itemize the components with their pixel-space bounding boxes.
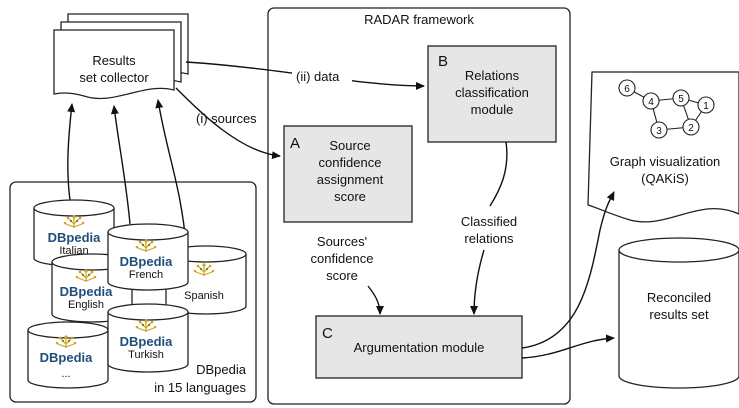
reconciled-label-1: Reconciled <box>647 290 711 305</box>
arrow-db-to-collector-2 <box>110 105 131 225</box>
edge-label-confidence-2: confidence <box>311 251 374 266</box>
db-logo-turkish: DBpedia <box>120 334 174 349</box>
arrow-db-to-collector-3 <box>155 99 187 247</box>
db-logo-english: DBpedia <box>60 284 114 299</box>
arrow-classified-top <box>489 141 508 207</box>
svg-text:6: 6 <box>624 84 630 95</box>
radar-framework-frame <box>267 7 571 405</box>
graph-node-4: 4 <box>642 92 660 110</box>
db-label-spanish: Spanish <box>184 290 224 302</box>
edge-label-confidence-3: score <box>326 268 358 283</box>
module-b-box <box>427 45 557 143</box>
svg-text:2: 2 <box>688 123 694 134</box>
db-label-other: ... <box>61 368 70 380</box>
graph-node-3: 3 <box>650 121 668 139</box>
framework-title: RADAR framework <box>364 12 474 27</box>
arrow-db-to-collector-1 <box>67 103 76 201</box>
graph-viz-label-2: (QAKiS) <box>641 171 689 186</box>
collector-label-2: set collector <box>79 70 149 85</box>
module-a-box <box>283 125 413 223</box>
svg-text:5: 5 <box>678 94 684 105</box>
edge-label-data-bg <box>292 68 352 84</box>
module-b-line-2: classification <box>455 85 529 100</box>
graph-node-6: 6 <box>618 79 636 97</box>
database-french: DBpedia French <box>107 223 189 291</box>
database-other: DBpedia ... <box>27 321 109 389</box>
db-logo-other: DBpedia <box>40 350 94 365</box>
svg-text:4: 4 <box>648 97 654 108</box>
module-c-label: Argumentation module <box>354 340 485 355</box>
dbpedia-group-label-1: DBpedia <box>196 362 247 377</box>
edge-label-data: (ii) data <box>296 69 340 84</box>
arrow-to-graph-viz <box>521 191 615 349</box>
module-a-line-2: confidence <box>319 155 382 170</box>
arrow-classified <box>470 249 485 315</box>
graph-node-2: 2 <box>682 118 700 136</box>
arrow-sources <box>175 87 281 160</box>
db-logo-french: DBpedia <box>120 254 174 269</box>
graph-node-1: 1 <box>697 96 715 114</box>
module-a-line-3: assignment <box>317 172 384 187</box>
database-italian: DBpedia Italian <box>33 199 115 267</box>
graph-visualization: 6 4 5 1 3 2 Graph visualization (QAKiS) <box>587 71 739 223</box>
reconciled-label-2: results set <box>649 307 709 322</box>
dbpedia-group-label-2: in 15 languages <box>154 380 246 395</box>
graph-viz-label-1: Graph visualization <box>610 154 721 169</box>
dbpedia-group-frame <box>9 181 257 403</box>
svg-text:3: 3 <box>656 126 662 137</box>
graph-node-5: 5 <box>672 89 690 107</box>
db-label-turkish: Turkish <box>128 349 164 361</box>
collector-label-1: Results <box>92 53 136 68</box>
arrow-to-reconciled <box>521 334 615 359</box>
db-label-french: French <box>129 269 163 281</box>
module-b-line-1: Relations <box>465 68 520 83</box>
edge-label-sources: (i) sources <box>196 111 257 126</box>
module-a-line-1: Source <box>329 138 370 153</box>
module-b-line-3: module <box>471 102 514 117</box>
db-logo-italian: DBpedia <box>48 230 102 245</box>
module-b-letter: B <box>438 53 448 70</box>
reconciled-results-cylinder: Reconciled results set <box>618 237 739 389</box>
svg-text:1: 1 <box>703 101 709 112</box>
edge-label-classified-1: Classified <box>461 214 517 229</box>
results-set-collector: Results set collector <box>53 13 189 100</box>
module-c-box <box>315 315 523 379</box>
edge-label-classified-2: relations <box>464 231 514 246</box>
db-label-english: English <box>68 299 104 311</box>
database-turkish: DBpedia Turkish <box>107 303 189 373</box>
module-a-line-4: score <box>334 189 366 204</box>
arrow-confidence <box>367 285 384 315</box>
edge-label-confidence-1: Sources' <box>317 234 367 249</box>
module-c-letter: C <box>322 325 333 342</box>
module-a-letter: A <box>290 135 300 152</box>
